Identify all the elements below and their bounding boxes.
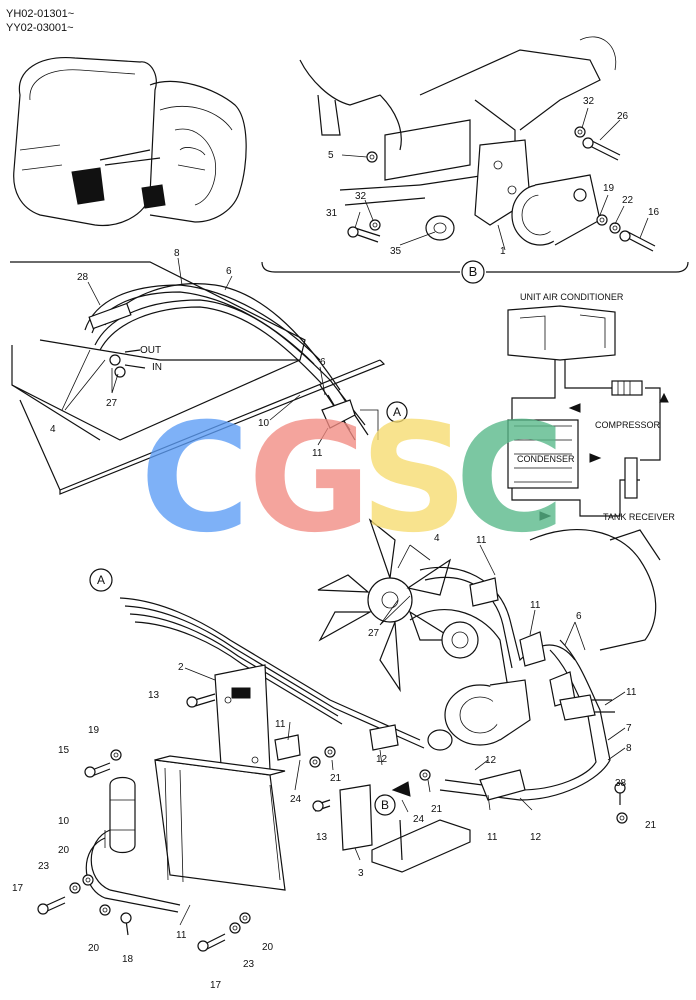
ac-schematic: UNIT AIR CONDITIONER COMPRESSOR CONDENSE… bbox=[507, 292, 675, 522]
part-label-2: 2 bbox=[178, 662, 184, 673]
part-label-6-bottom: 6 bbox=[576, 611, 582, 622]
schematic-compressor-label: COMPRESSOR bbox=[595, 420, 661, 430]
part-label-26: 26 bbox=[617, 111, 629, 122]
part-label-4-bottom: 4 bbox=[434, 533, 440, 544]
schematic-unit-label: UNIT AIR CONDITIONER bbox=[520, 292, 624, 302]
view-marker-a-bottom: A bbox=[97, 573, 105, 587]
bolt-icon bbox=[37, 693, 626, 952]
watermark-letter-1: C bbox=[140, 392, 250, 566]
part-label-15: 15 bbox=[58, 745, 70, 756]
part-label-10-bottom: 10 bbox=[58, 816, 70, 827]
part-label-16: 16 bbox=[648, 207, 660, 218]
schematic-tank-label: TANK RECEIVER bbox=[603, 512, 675, 522]
part-label-7: 7 bbox=[626, 723, 632, 734]
part-label-19-bottom: 19 bbox=[88, 725, 100, 736]
view-marker-a-top: A bbox=[393, 405, 401, 419]
part-label-13-b: 13 bbox=[316, 832, 328, 843]
part-label-35: 35 bbox=[390, 246, 402, 257]
part-label-11-d: 11 bbox=[275, 719, 286, 730]
part-label-20-b: 20 bbox=[88, 943, 100, 954]
watermark: C G S C bbox=[140, 392, 565, 566]
arrow-icon bbox=[539, 392, 669, 521]
watermark-letter-4: C bbox=[455, 392, 565, 566]
part-label-23-b: 23 bbox=[243, 959, 255, 970]
part-label-12-a: 12 bbox=[376, 754, 388, 765]
excavator-cab-icon bbox=[13, 57, 247, 227]
part-label-8-top: 8 bbox=[174, 248, 180, 259]
part-label-4-top: 4 bbox=[50, 424, 56, 435]
part-label-24-a: 24 bbox=[290, 794, 302, 805]
part-label-12-b: 12 bbox=[485, 755, 497, 766]
part-label-11-b: 11 bbox=[530, 600, 541, 611]
part-label-20-c: 20 bbox=[262, 942, 274, 953]
part-label-11-a: 11 bbox=[476, 535, 487, 546]
part-label-31: 31 bbox=[326, 208, 338, 219]
part-label-22: 22 bbox=[622, 195, 634, 206]
part-label-12-c: 12 bbox=[530, 832, 542, 843]
part-label-17-a: 17 bbox=[12, 883, 24, 894]
part-label-6-top: 6 bbox=[226, 266, 232, 277]
section-a-hose-routing: A 28 8 6 OUT IN 6 27 4 10 11 bbox=[10, 248, 408, 495]
view-marker-b-bottom: B bbox=[381, 798, 389, 812]
part-label-28: 28 bbox=[77, 272, 89, 283]
port-label-out: OUT bbox=[140, 345, 161, 356]
part-label-24-b: 24 bbox=[413, 814, 425, 825]
washer-icon bbox=[366, 126, 621, 234]
schematic-condenser-label: CONDENSER bbox=[517, 454, 575, 464]
compressor-icon bbox=[511, 174, 601, 246]
part-label-32a: 32 bbox=[583, 96, 595, 107]
part-label-6-mid: 6 bbox=[320, 357, 326, 368]
part-label-11-top: 11 bbox=[312, 448, 323, 459]
main-assembly: B A bbox=[12, 518, 661, 991]
part-label-10-top: 10 bbox=[258, 418, 270, 429]
washer-icon bbox=[69, 746, 628, 934]
part-label-1: 1 bbox=[500, 246, 506, 257]
part-label-11-f: 11 bbox=[176, 930, 187, 941]
watermark-letter-2: G bbox=[248, 392, 371, 566]
part-label-21-b: 21 bbox=[431, 804, 443, 815]
section-b-assembly: B 5 32 26 19 22 16 32 31 35 1 bbox=[261, 36, 689, 284]
bolt-icon bbox=[347, 137, 656, 252]
serial-range-2: YY02-03001~ bbox=[6, 22, 74, 34]
part-label-20-a: 20 bbox=[58, 845, 70, 856]
part-label-8-bottom: 8 bbox=[626, 743, 632, 754]
part-label-18: 18 bbox=[122, 954, 134, 965]
port-label-in: IN bbox=[152, 362, 162, 373]
part-label-5: 5 bbox=[328, 150, 334, 161]
watermark-letter-3: S bbox=[360, 392, 468, 566]
serial-range-1: YH02-01301~ bbox=[6, 8, 75, 20]
part-label-3: 3 bbox=[358, 868, 364, 879]
view-marker-b-section: B bbox=[469, 264, 478, 279]
part-label-32b: 32 bbox=[355, 191, 367, 202]
part-label-38: 38 bbox=[615, 778, 627, 789]
part-label-13-a: 13 bbox=[148, 690, 160, 701]
part-label-17-b: 17 bbox=[210, 980, 222, 991]
part-label-11-e: 11 bbox=[487, 832, 498, 843]
part-label-21-a: 21 bbox=[330, 773, 342, 784]
part-label-19-top: 19 bbox=[603, 183, 615, 194]
part-label-23-a: 23 bbox=[38, 861, 50, 872]
part-label-27-bottom: 27 bbox=[368, 628, 380, 639]
condenser-icon bbox=[507, 419, 579, 489]
part-label-11-c: 11 bbox=[626, 687, 637, 698]
part-label-27-top: 27 bbox=[106, 398, 118, 409]
part-label-21-c: 21 bbox=[645, 820, 657, 831]
